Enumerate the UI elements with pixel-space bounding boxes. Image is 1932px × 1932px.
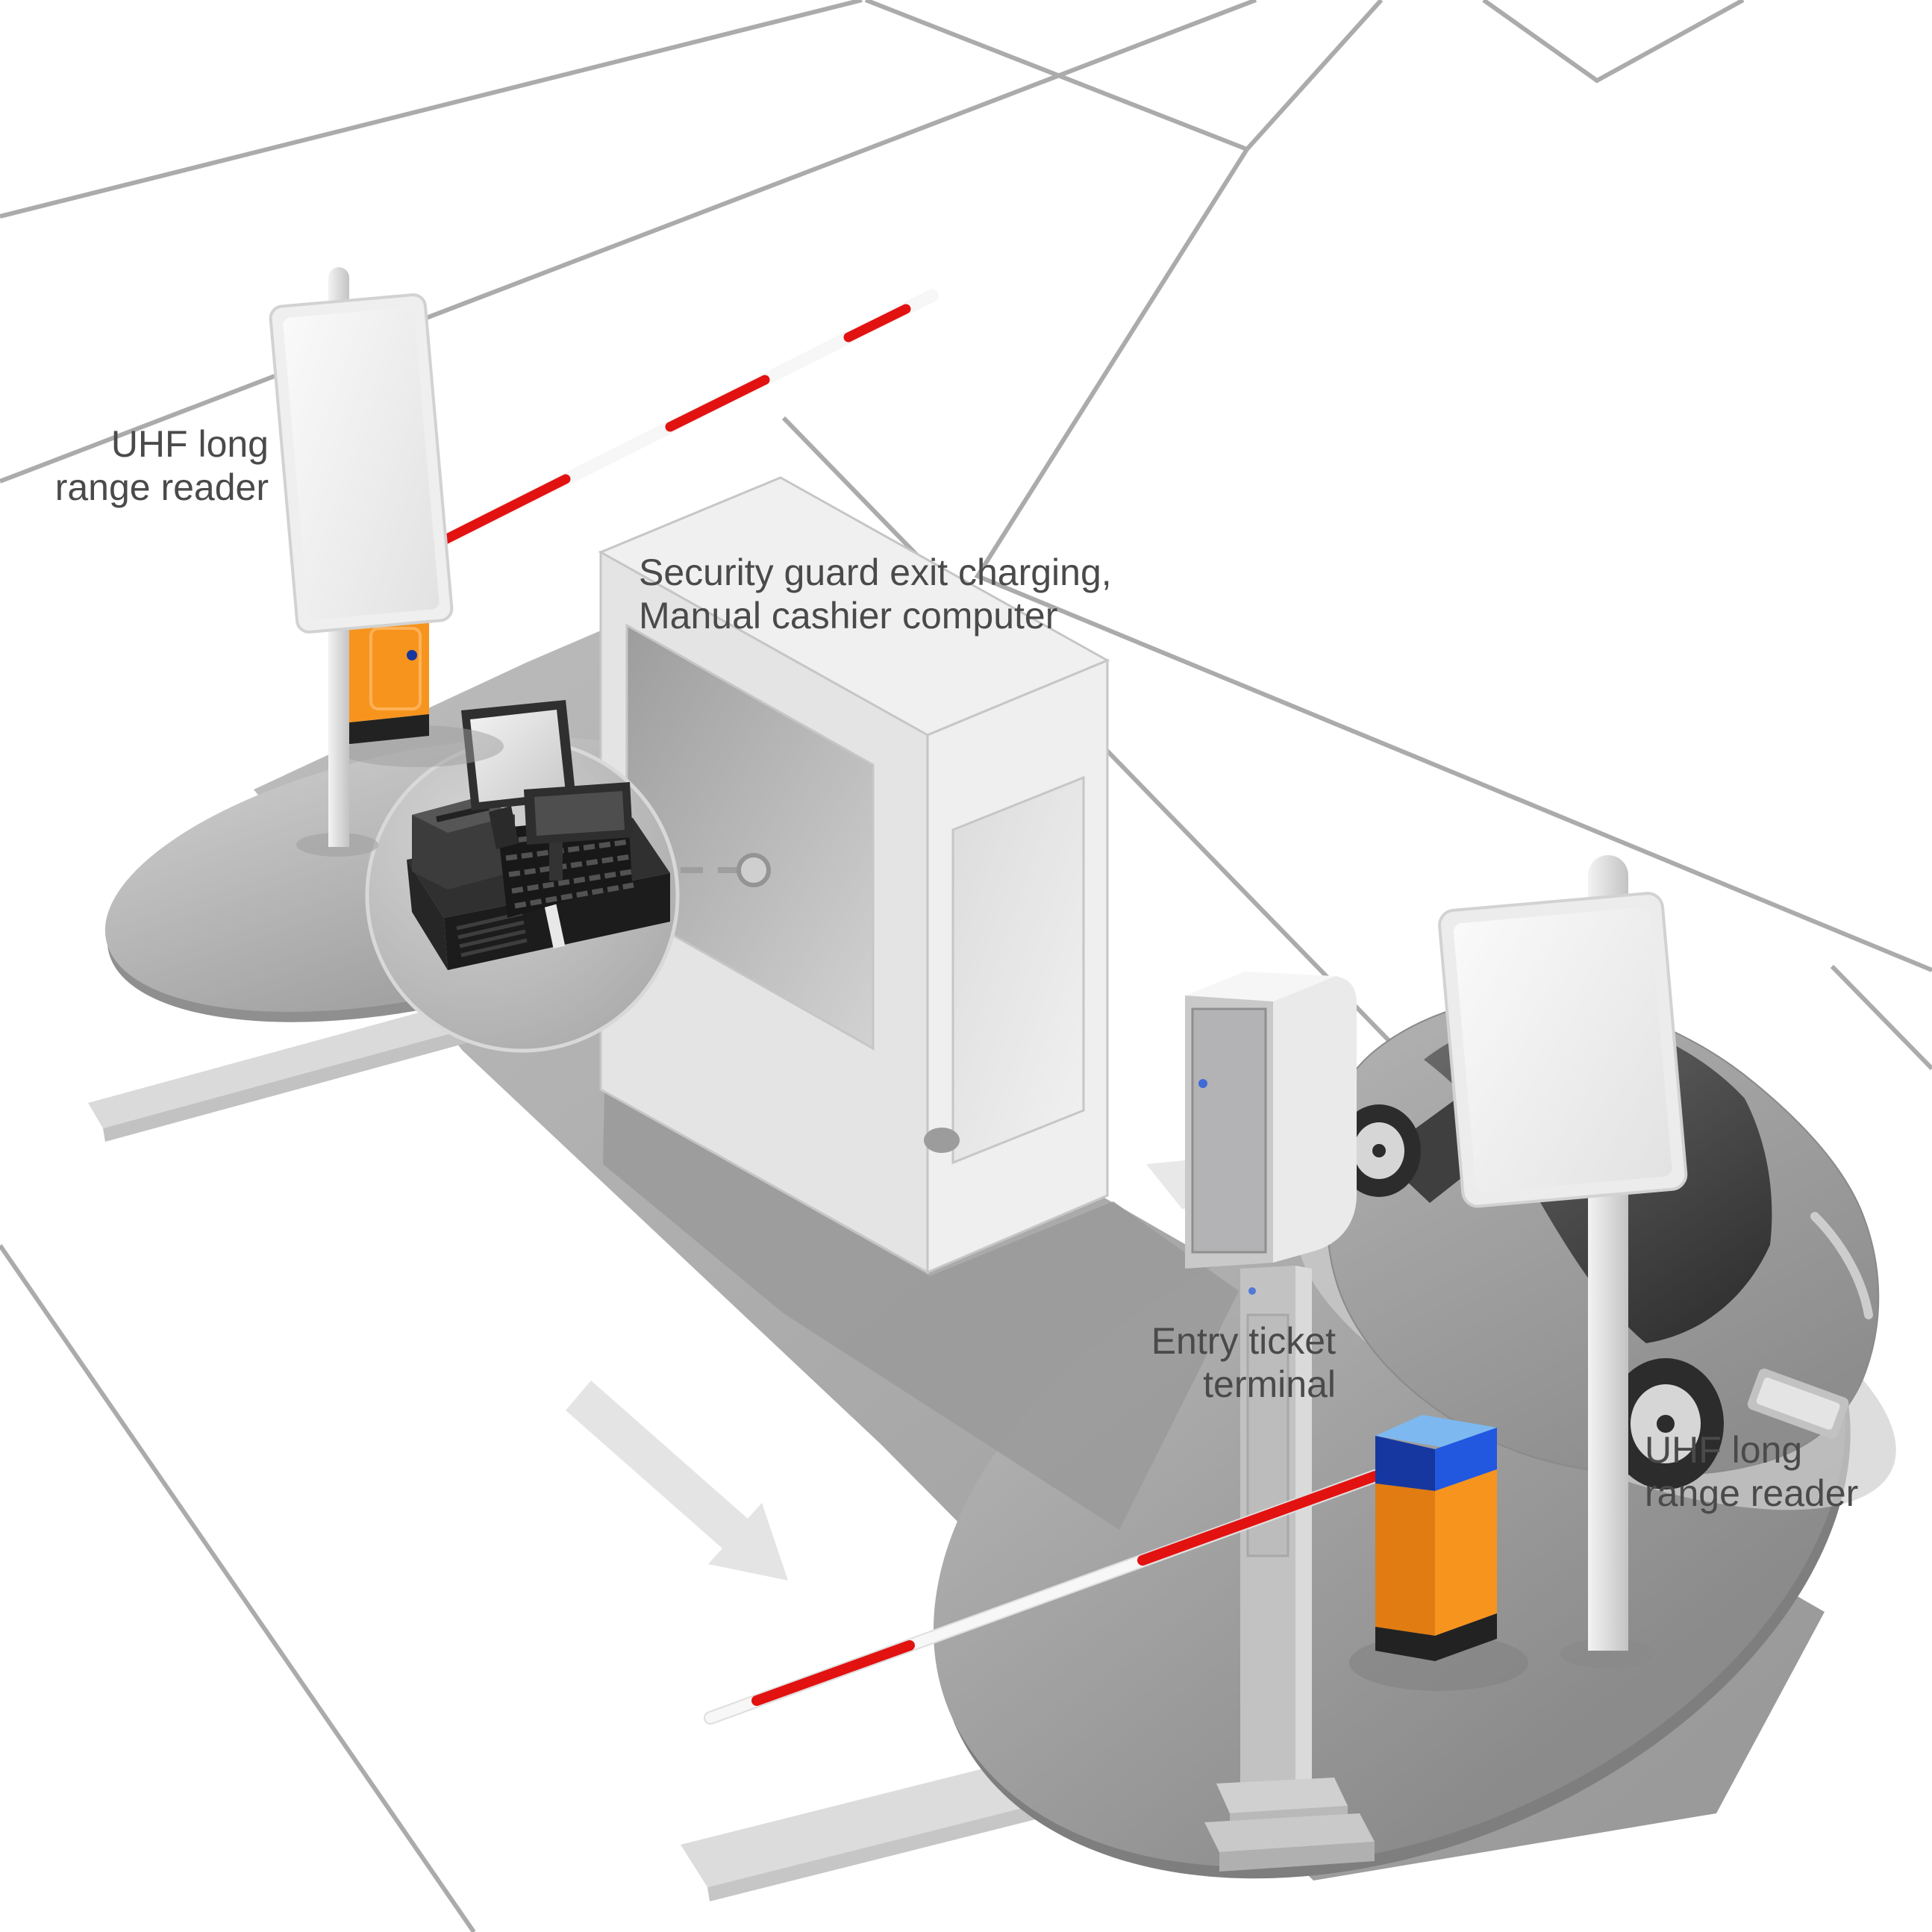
label-entry-uhf-reader: UHF long range reader bbox=[1645, 1429, 1859, 1514]
car-taillight-strip bbox=[1810, 1212, 1873, 1319]
connector-dashed-line bbox=[681, 853, 771, 887]
gate-orange-body-side bbox=[1375, 1484, 1435, 1636]
kiosk-base-step2 bbox=[1204, 1813, 1375, 1852]
gate-base bbox=[1375, 1613, 1497, 1661]
arm-stripe bbox=[1137, 1471, 1381, 1566]
car-license-plate bbox=[1747, 1369, 1849, 1439]
cashier-pos-computer-icon bbox=[407, 700, 670, 970]
guard-booth bbox=[598, 476, 1110, 1275]
kiosk-panel bbox=[1191, 1007, 1267, 1254]
pos-camera-screen bbox=[534, 791, 625, 836]
ground-strip-top bbox=[88, 992, 507, 1128]
road-line bbox=[1482, 0, 1745, 84]
gate-keyhole bbox=[407, 650, 417, 660]
antenna-face bbox=[1453, 907, 1672, 1192]
gate-orange-body bbox=[1435, 1469, 1497, 1636]
gate-door-outline bbox=[369, 627, 422, 710]
antenna-face bbox=[283, 307, 440, 620]
road-line bbox=[1830, 964, 1932, 1071]
car-rear-wheel bbox=[1607, 1358, 1724, 1489]
kiosk-base-step2-side bbox=[1219, 1842, 1375, 1872]
arm-stripe bbox=[419, 474, 571, 555]
pos-sticker bbox=[543, 901, 566, 948]
entry-reader-antenna-icon bbox=[1438, 892, 1688, 1208]
gate-orange-body bbox=[328, 606, 429, 725]
exit-barrier-arm bbox=[402, 289, 939, 565]
kiosk-head-right bbox=[1273, 976, 1357, 1263]
entry-barrier-arm bbox=[704, 1469, 1382, 1725]
exit-reader-antenna-icon bbox=[269, 293, 454, 634]
entry-barrier-gate bbox=[1349, 1415, 1528, 1691]
booth-door-handle bbox=[924, 1128, 960, 1153]
car-front-wheel bbox=[1337, 1104, 1421, 1197]
kiosk-keyhole bbox=[1198, 1079, 1207, 1088]
lane-arrow-icon bbox=[566, 1381, 788, 1581]
entry-ticket-terminal bbox=[1185, 972, 1375, 1872]
connector-node bbox=[737, 853, 771, 887]
ground-strip bbox=[103, 1018, 510, 1142]
arm-stripe bbox=[665, 375, 770, 432]
road-line bbox=[864, 0, 1384, 152]
gate-blue-band bbox=[1435, 1428, 1497, 1491]
kiosk-base-step1 bbox=[1216, 1778, 1348, 1813]
arm-stripe bbox=[751, 1640, 915, 1706]
ground-strip-exit bbox=[88, 992, 510, 1142]
kiosk-head-top bbox=[1185, 972, 1336, 1001]
label-exit-uhf-reader: UHF long range reader bbox=[54, 423, 269, 508]
kiosk-column-side bbox=[1295, 1266, 1312, 1785]
booth-window-right bbox=[951, 775, 1085, 1165]
kiosk-dot bbox=[1248, 1287, 1256, 1295]
label-entry-ticket-terminal: Entry ticket terminal bbox=[1151, 1320, 1336, 1405]
pos-monitor-stand bbox=[489, 806, 519, 849]
arm-stripe bbox=[843, 304, 911, 343]
pos-camera-pole bbox=[549, 842, 563, 881]
road-line bbox=[974, 148, 1932, 972]
pos-monitor-screen bbox=[470, 710, 566, 802]
road-line bbox=[0, 0, 1257, 484]
road-line bbox=[0, 0, 863, 219]
pole-shadow bbox=[1560, 1639, 1656, 1669]
label-guard-booth: Security guard exit charging, Manual cas… bbox=[639, 551, 1112, 637]
gate-blue-band-side bbox=[1375, 1436, 1435, 1491]
booth-shadow bbox=[603, 1091, 1239, 1530]
gate-base bbox=[328, 714, 429, 746]
pos-base-left bbox=[407, 860, 448, 970]
road-line bbox=[0, 1244, 476, 1932]
